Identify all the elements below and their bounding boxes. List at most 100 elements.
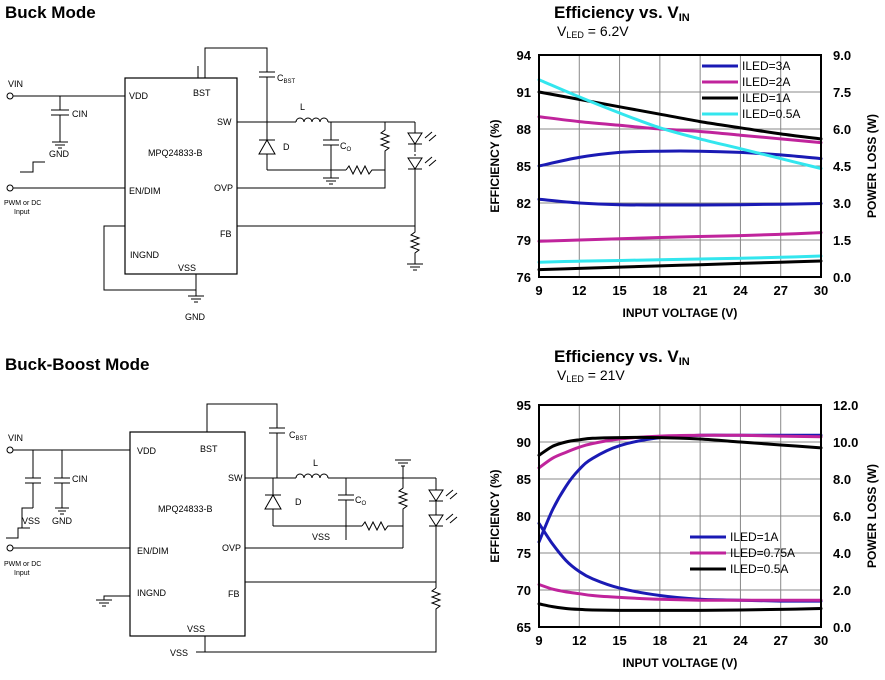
- y2-tick-label: 10.0: [833, 435, 858, 450]
- series-line-iled-0-5a-left: [537, 78, 823, 170]
- y-tick-label: 90: [517, 435, 531, 450]
- buck-boost-mode-title: Buck-Boost Mode: [5, 355, 150, 374]
- chart-subtitle: VLED = 21V: [557, 367, 625, 384]
- x-axis-label: INPUT VOLTAGE (V): [623, 656, 738, 670]
- pin-ovp: OVP: [214, 183, 233, 193]
- pin-en-dim-2: EN/DIM: [137, 546, 169, 556]
- y2-tick-label: 6.0: [833, 509, 851, 524]
- y2-tick-label: 0.0: [833, 270, 851, 285]
- legend-label: ILED=2A: [742, 75, 790, 89]
- chart-title: Efficiency vs. VIN: [554, 347, 690, 368]
- series-line-iled-2a-right: [537, 231, 823, 243]
- y-axis-label: EFFICIENCY (%): [488, 469, 502, 562]
- pin-vdd-2: VDD: [137, 446, 157, 456]
- pwm-terminal: [6, 184, 14, 192]
- series-line-iled-0-75a-right: [537, 583, 823, 602]
- gnd-label-3: GND: [52, 516, 73, 526]
- y2-tick-label: 0.0: [833, 620, 851, 635]
- pin-bst: BST: [193, 88, 211, 98]
- y2-tick-label: 6.0: [833, 122, 851, 137]
- y2-axis-label: POWER LOSS (W): [865, 464, 879, 568]
- legend-label: ILED=0.5A: [730, 562, 788, 576]
- x-tick-label: 24: [733, 283, 748, 298]
- y2-tick-label: 4.0: [833, 546, 851, 561]
- diode-label-2: D: [295, 497, 302, 507]
- legend-label: ILED=0.5A: [742, 107, 800, 121]
- chart-subtitle: VLED = 6.2V: [557, 23, 629, 40]
- plot-frame: [538, 404, 822, 628]
- pin-ingnd: INGND: [130, 250, 160, 260]
- y2-tick-label: 2.0: [833, 583, 851, 598]
- pin-ovp-2: OVP: [222, 543, 241, 553]
- cbst-label: CBST: [277, 73, 296, 85]
- pwm-label-3: PWM or DC: [4, 561, 41, 568]
- x-axis-label: INPUT VOLTAGE (V): [623, 306, 738, 320]
- pin-fb-2: FB: [228, 589, 240, 599]
- vin-terminal-2: [6, 446, 14, 454]
- legend-label: ILED=1A: [730, 530, 778, 544]
- vss-label-2: VSS: [312, 532, 330, 542]
- y-tick-label: 79: [517, 233, 531, 248]
- series-line-iled-1a-left: [537, 90, 823, 141]
- y-tick-label: 70: [517, 583, 531, 598]
- y-tick-label: 88: [517, 122, 531, 137]
- gnd-label: GND: [49, 149, 70, 159]
- x-tick-label: 21: [693, 283, 707, 298]
- pwm-label-1: PWM or DC: [4, 200, 41, 207]
- x-tick-label: 9: [535, 283, 542, 298]
- pin-ingnd-2: INGND: [137, 588, 167, 598]
- legend-label: ILED=0.75A: [730, 546, 795, 560]
- co-label-2: CO: [355, 495, 367, 507]
- series-line-iled-1a-right: [537, 259, 823, 272]
- y-tick-label: 94: [517, 48, 532, 63]
- x-tick-label: 24: [733, 633, 748, 648]
- x-tick-label: 12: [572, 283, 586, 298]
- pin-sw: SW: [217, 117, 232, 127]
- x-tick-label: 18: [653, 283, 667, 298]
- ic-name-2: MPQ24833-B: [158, 504, 213, 514]
- pin-vdd: VDD: [129, 91, 149, 101]
- y-tick-label: 82: [517, 196, 531, 211]
- pin-fb: FB: [220, 229, 232, 239]
- y-tick-label: 91: [517, 85, 531, 100]
- cbst-label-2: CBST: [289, 430, 308, 442]
- gnd-label-2: GND: [185, 312, 206, 322]
- x-tick-label: 15: [612, 633, 626, 648]
- inductor-label: L: [300, 102, 305, 112]
- y2-tick-label: 8.0: [833, 472, 851, 487]
- y-tick-label: 80: [517, 509, 531, 524]
- co-label: CO: [340, 141, 352, 153]
- vin-label: VIN: [8, 79, 23, 89]
- cin-label: CIN: [72, 109, 88, 119]
- legend-label: ILED=3A: [742, 59, 790, 73]
- series-line-iled-0-5a-left: [537, 435, 823, 457]
- pwm-terminal-2: [6, 544, 14, 552]
- series-line-iled-0-5a-right: [537, 602, 823, 612]
- y-tick-label: 85: [517, 472, 531, 487]
- y2-tick-label: 7.5: [833, 85, 851, 100]
- y-tick-label: 65: [517, 620, 531, 635]
- x-tick-label: 21: [693, 633, 707, 648]
- y2-tick-label: 3.0: [833, 196, 851, 211]
- series-line-iled-0-5a-right: [537, 254, 823, 264]
- vss-label-1: VSS: [22, 516, 40, 526]
- x-tick-label: 27: [773, 633, 787, 648]
- y-axis-label: EFFICIENCY (%): [488, 119, 502, 212]
- pin-en-dim: EN/DIM: [129, 186, 161, 196]
- buck-mode-title: Buck Mode: [5, 3, 96, 22]
- x-tick-label: 30: [814, 283, 828, 298]
- x-tick-label: 30: [814, 633, 828, 648]
- y2-tick-label: 9.0: [833, 48, 851, 63]
- cin-label-2: CIN: [72, 474, 88, 484]
- y2-tick-label: 12.0: [833, 398, 858, 413]
- y2-tick-label: 1.5: [833, 233, 851, 248]
- series-line-iled-2a-left: [537, 115, 823, 145]
- series-line-iled-3a-right: [537, 197, 823, 207]
- series-line-iled-3a-left: [537, 149, 823, 168]
- pin-bst-2: BST: [200, 444, 218, 454]
- y-tick-label: 85: [517, 159, 531, 174]
